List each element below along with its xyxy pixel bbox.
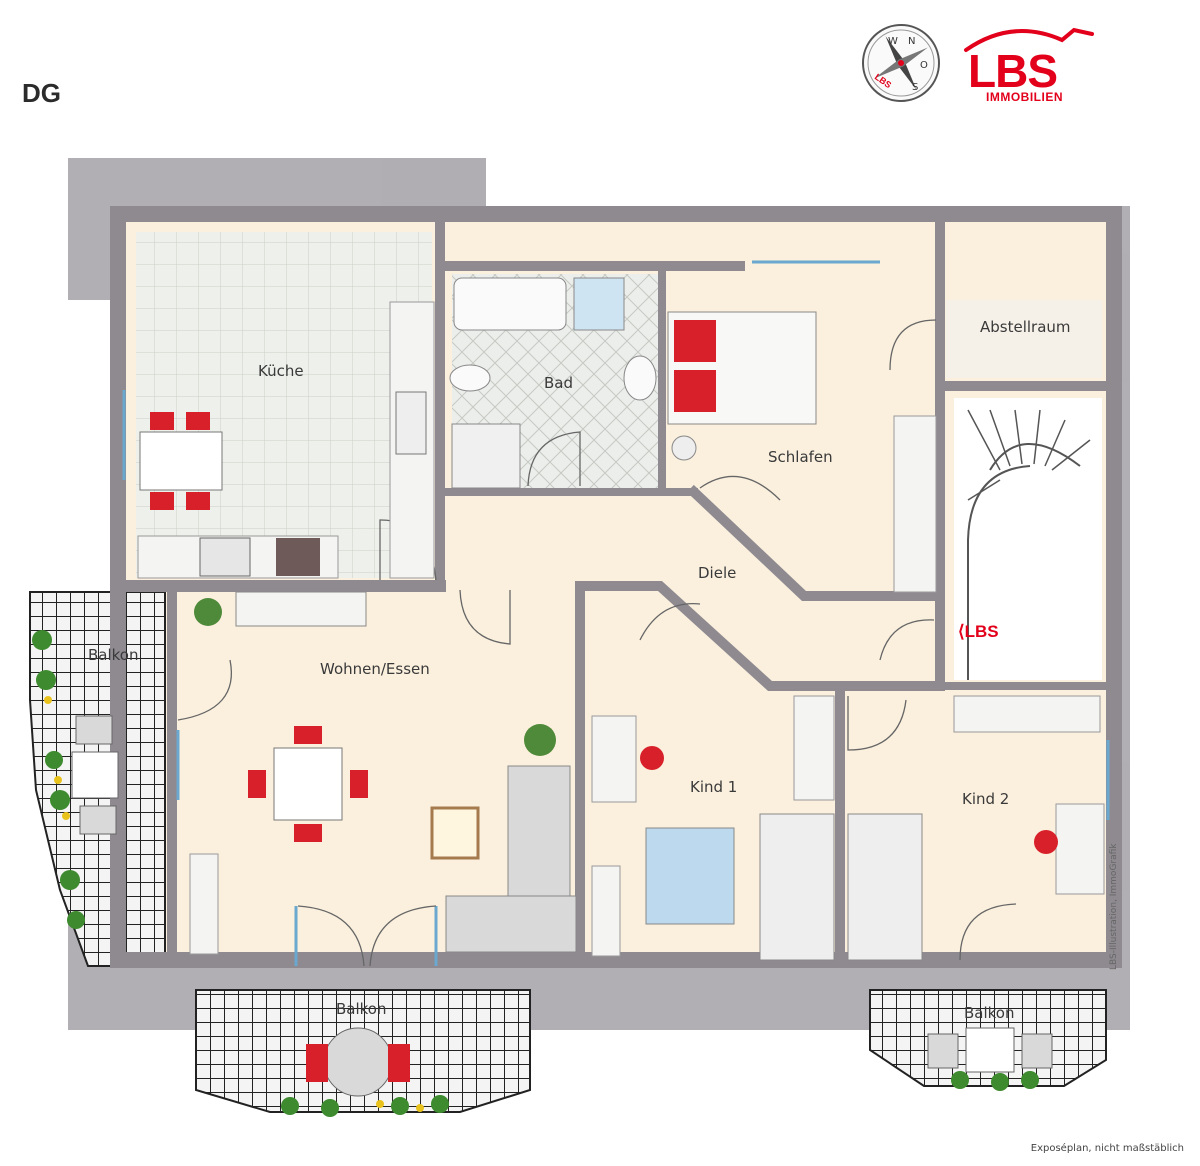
room-label-schlafen: Schlafen — [768, 448, 833, 466]
room-label-kind2: Kind 2 — [962, 790, 1010, 808]
room-label-wohnen: Wohnen/Essen — [320, 660, 430, 678]
svg-text:O: O — [920, 60, 928, 71]
door-swings — [177, 319, 1017, 967]
living-furniture — [189, 591, 577, 955]
scale-note: Exposéplan, nicht maßstäblich — [1030, 1143, 1184, 1154]
lbs-logo: LBS IMMOBILIEN — [962, 24, 1102, 106]
room-label-kind1: Kind 1 — [690, 778, 738, 796]
walls — [110, 206, 1122, 968]
room-label-balkon-right: Balkon — [964, 1004, 1015, 1022]
stair-brand-logo: ⟨LBS — [958, 622, 999, 642]
room-label-balkon-left: Balkon — [88, 646, 139, 664]
bedroom-furniture — [667, 311, 937, 593]
svg-text:N: N — [908, 36, 915, 47]
room-label-bad: Bad — [544, 374, 574, 392]
storage-floor — [946, 300, 1102, 378]
svg-text:S: S — [912, 82, 918, 93]
room-label-kueche: Küche — [258, 362, 304, 380]
windows — [122, 260, 1110, 966]
kitchen-furniture — [137, 301, 435, 579]
floor-label: DG — [22, 78, 61, 108]
lbs-brand-name: LBS — [968, 45, 1058, 97]
balcony-furniture — [32, 630, 1053, 1117]
illustration-credit: LBS-Illustration, ImmoGrafik — [1103, 830, 1127, 970]
kid-rooms-furniture — [591, 695, 1105, 961]
svg-text:W: W — [888, 36, 898, 47]
stair-brand-text: LBS — [964, 622, 999, 641]
room-label-diele: Diele — [698, 564, 737, 582]
room-label-abstellraum: Abstellraum — [980, 318, 1071, 336]
room-label-balkon-bottom: Balkon — [336, 1000, 387, 1018]
bath-furniture — [449, 277, 657, 489]
lbs-brand-sub: IMMOBILIEN — [986, 90, 1063, 104]
compass-icon: W N O S LBS — [860, 22, 942, 104]
kitchen-floor — [136, 232, 432, 578]
illustration-credit-text: LBS-Illustration, ImmoGrafik — [1109, 843, 1119, 970]
stair-brand-mark: ⟨ — [958, 622, 965, 641]
staircase — [954, 398, 1102, 680]
